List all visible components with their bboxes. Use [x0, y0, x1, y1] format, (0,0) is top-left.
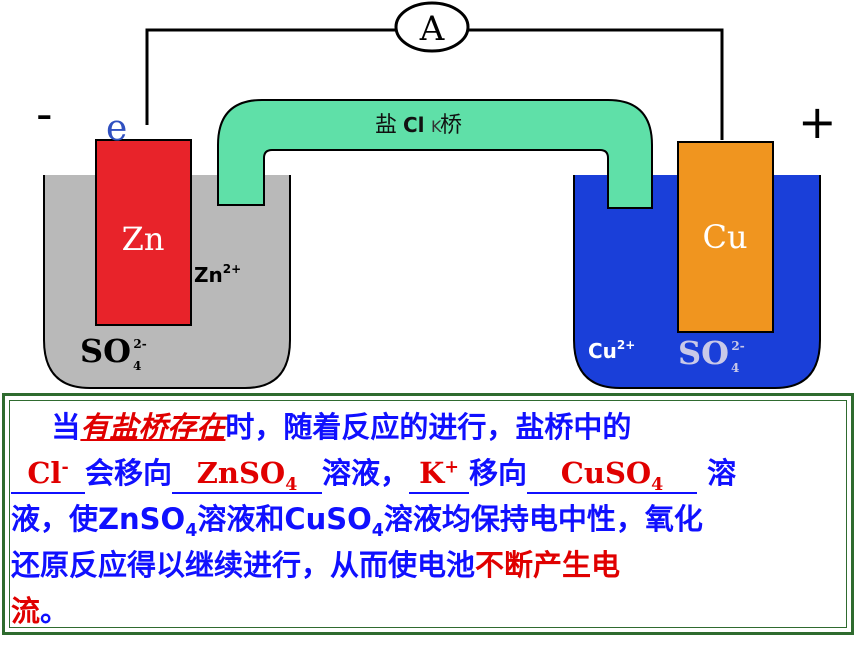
blank-znso4: ZnSO4 — [172, 456, 323, 494]
blank-cl: Cl- — [11, 456, 85, 494]
electron-label: e — [106, 108, 127, 149]
salt-bridge-ion-cl: Cl — [403, 113, 425, 137]
zinc-electrode-label: Zn — [122, 220, 165, 258]
line-4: 还原反应得以继续进行，从而使电池不断产生电 — [11, 548, 621, 582]
line-1: 当有盐桥存在时，随着反应的进行，盐桥中的 — [51, 410, 632, 444]
emphasis-salt-bridge: 有盐桥存在 — [80, 410, 226, 444]
salt-bridge-ion-k: K — [431, 117, 442, 136]
ammeter — [394, 1, 470, 53]
external-wire — [145, 28, 398, 125]
negative-terminal-sign: - — [36, 87, 53, 141]
salt-bridge-label-2: 桥 — [440, 113, 462, 138]
explanation-box-inner-border — [9, 400, 847, 628]
line-5: 流。 — [11, 594, 70, 628]
ammeter-label: A — [419, 9, 445, 49]
external-wire-right — [468, 28, 724, 140]
line-3: 液，使ZnSO4溶液和CuSO4溶液均保持电中性，氧化 — [11, 502, 703, 541]
salt-bridge — [217, 99, 653, 209]
zinc-ion-label: Zn2+ — [194, 262, 241, 287]
blank-k: K+ — [409, 456, 470, 494]
copper-electrode-label: Cu — [702, 218, 747, 256]
zinc-electrode — [95, 139, 192, 326]
blank-cuso4: CuSO4 — [527, 456, 698, 494]
copper-ion-label: Cu2+ — [588, 338, 635, 363]
copper-electrode — [677, 141, 774, 333]
positive-terminal-sign: + — [798, 95, 837, 149]
salt-bridge-label: 盐 — [375, 113, 397, 138]
